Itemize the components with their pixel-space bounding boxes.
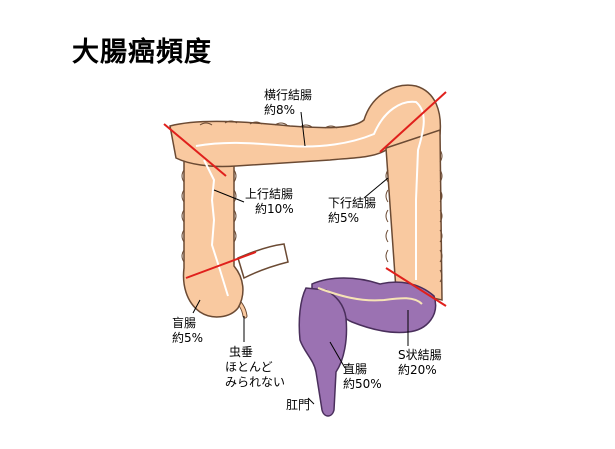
ileum-stub [237, 243, 289, 280]
label-anus: 肛門 [286, 398, 311, 412]
colon-shape [169, 84, 443, 318]
label-appendix: 虫垂 ほとんど みられない [225, 345, 286, 389]
leader-lines [192, 111, 409, 405]
page-title: 大腸癌頻度 [72, 37, 212, 68]
division-lines [163, 91, 447, 307]
label-rectum: 直腸 約50% [343, 362, 382, 391]
rectum [298, 287, 348, 417]
label-cecum: 盲腸 約5% [172, 316, 204, 345]
rectum-sigmoid-shape [298, 277, 437, 417]
transverse-colon [169, 84, 442, 168]
label-ascending-colon: 上行結腸 約10% [245, 187, 294, 216]
label-descending-colon: 下行結腸 約5% [328, 196, 377, 225]
label-transverse-colon: 横行結腸 約8% [264, 88, 313, 117]
label-sigmoid-colon: S状結腸 約20% [398, 348, 442, 377]
